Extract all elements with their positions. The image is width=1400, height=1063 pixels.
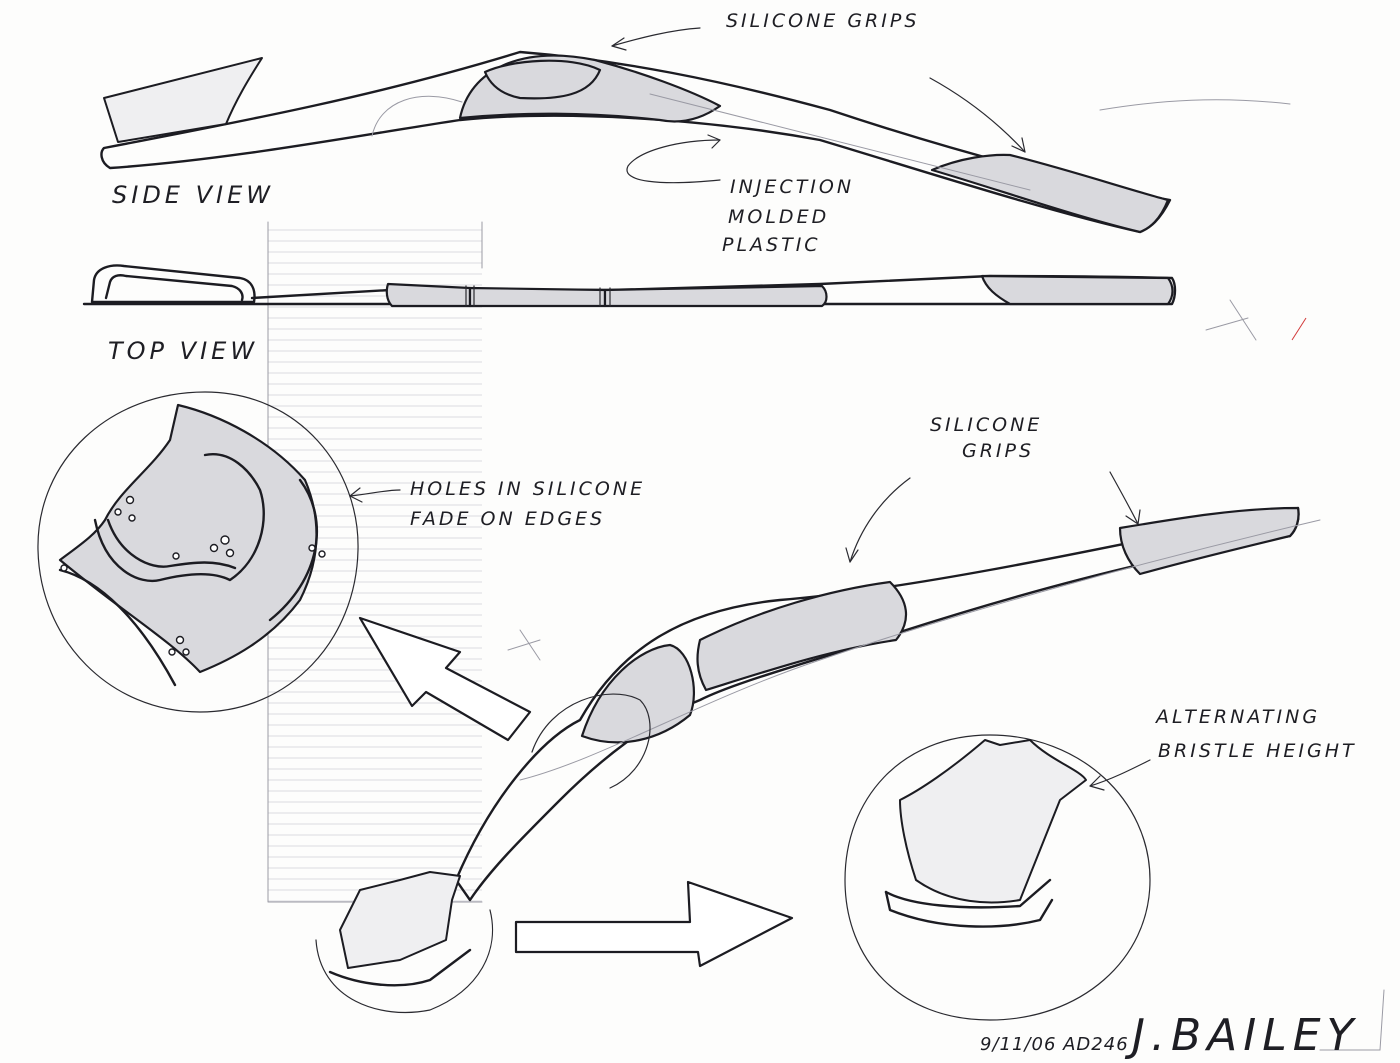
label-silicone-grips-mid-line2: GRIPS bbox=[962, 440, 1035, 462]
detail-holes-circle bbox=[37, 391, 401, 713]
construction-lines bbox=[507, 99, 1385, 1051]
label-injection-line1: INJECTION bbox=[730, 176, 855, 198]
side-view-toothbrush bbox=[100, 50, 1172, 234]
label-injection-line2: MOLDED bbox=[728, 206, 830, 228]
label-holes-line2: FADE ON EDGES bbox=[410, 508, 606, 530]
label-silicone-grips-top: SILICONE GRIPS bbox=[726, 10, 920, 32]
direction-arrows bbox=[358, 616, 794, 968]
label-bristle-line2: BRISTLE HEIGHT bbox=[1158, 740, 1357, 762]
label-injection-line3: PLASTIC bbox=[722, 234, 821, 256]
top-view-toothbrush bbox=[82, 264, 1177, 308]
label-bristle-line1: ALTERNATING bbox=[1156, 706, 1321, 728]
detail-bristle-circle bbox=[844, 734, 1151, 1021]
signature-date-code: 9/11/06 AD246 bbox=[980, 1034, 1129, 1055]
label-top-view: TOP VIEW bbox=[108, 337, 259, 365]
label-holes-line1: HOLES IN SILICONE bbox=[410, 478, 646, 500]
label-silicone-grips-mid-line1: SILICONE bbox=[930, 414, 1043, 436]
perspective-toothbrush bbox=[315, 506, 1321, 1014]
leader-silicone-grips-top bbox=[611, 27, 1026, 153]
signature-name: J.BAILEY bbox=[1132, 1010, 1360, 1061]
label-side-view: SIDE VIEW bbox=[112, 181, 274, 209]
leader-injection-molded bbox=[626, 134, 721, 184]
leader-silicone-grips-mid bbox=[845, 471, 1141, 563]
